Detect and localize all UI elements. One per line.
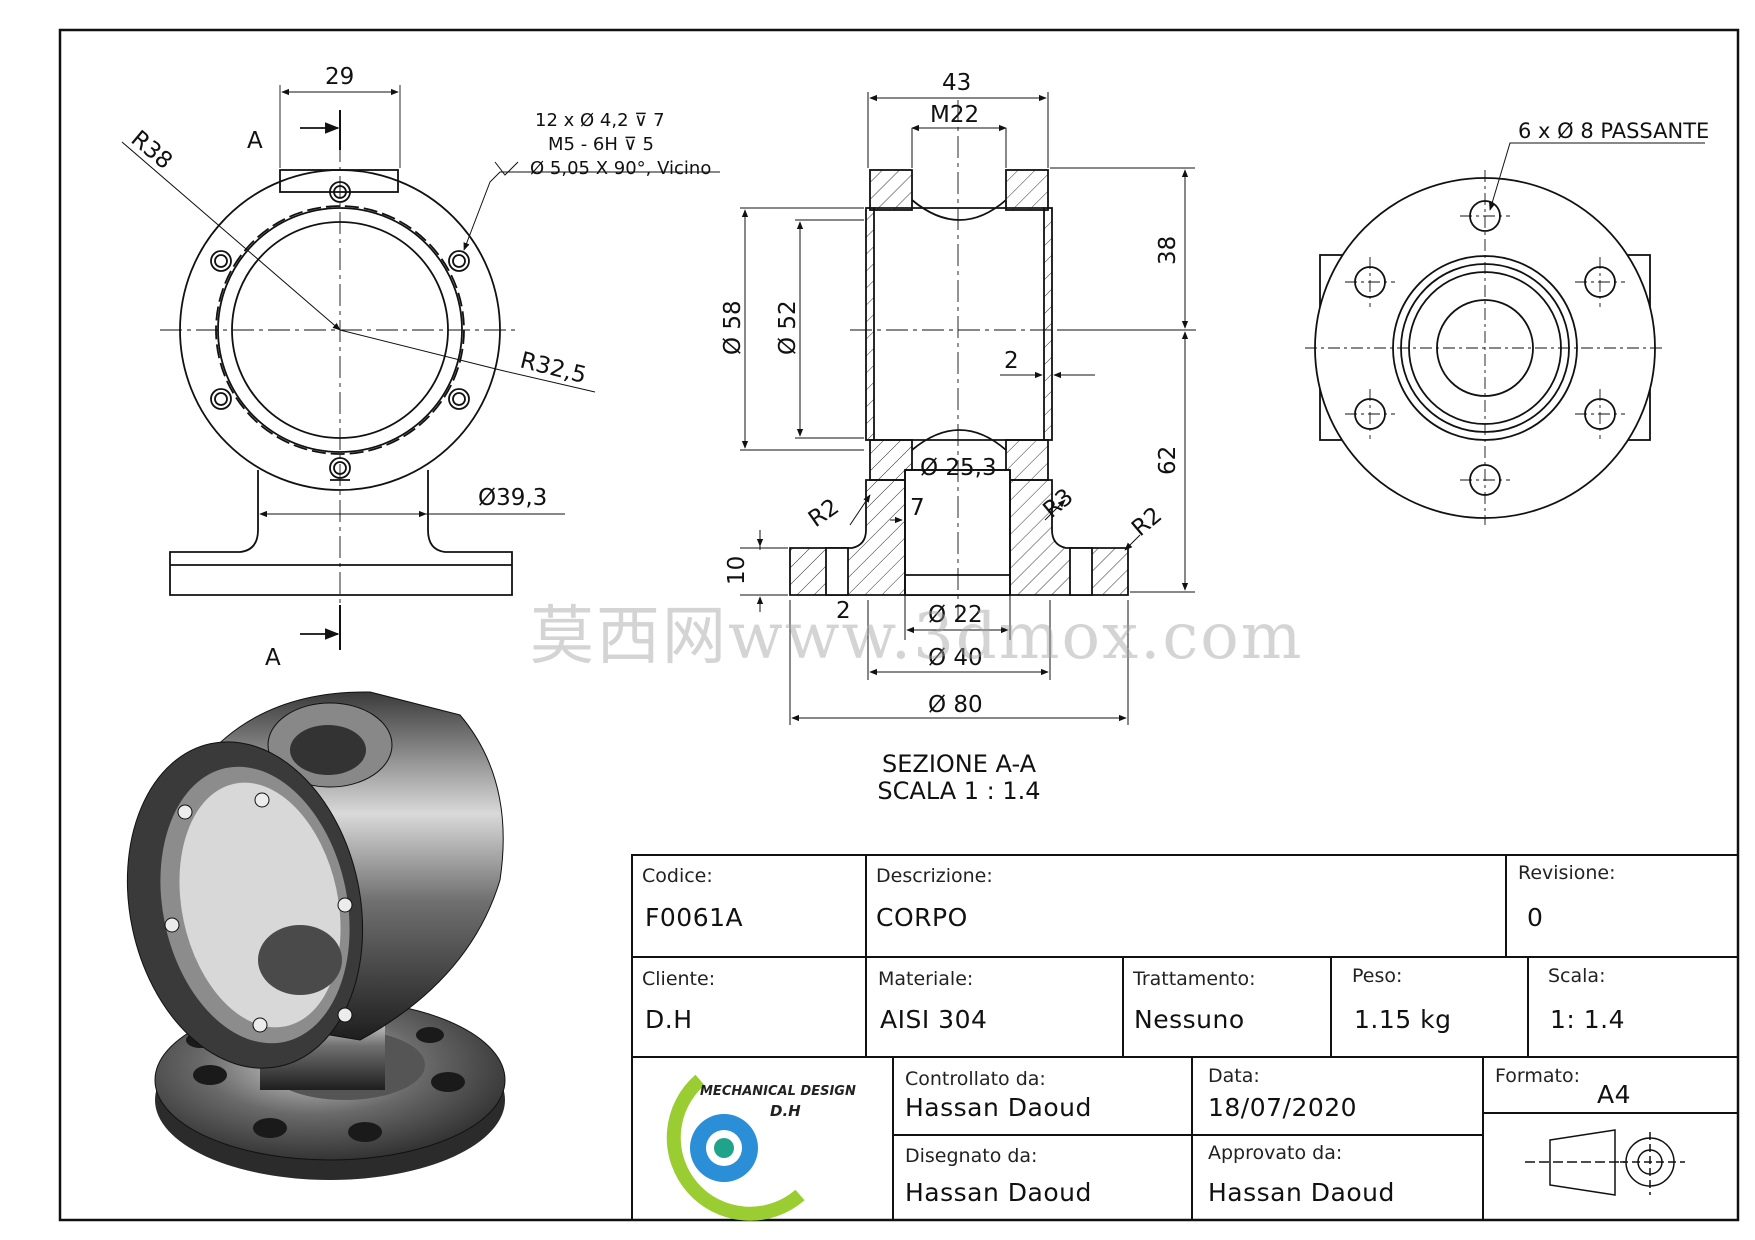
dim-2: 2	[1004, 348, 1019, 374]
dim-width-29: 29	[325, 64, 354, 90]
peso-value: 1.15 kg	[1354, 1005, 1452, 1034]
title-block-grid	[631, 854, 1739, 1221]
codice-label: Codice:	[642, 865, 713, 887]
approvato-value: Hassan Daoud	[1208, 1178, 1395, 1207]
scala-value: 1: 1.4	[1550, 1005, 1626, 1034]
hole-note-2: M5 - 6H ⊽ 5	[548, 134, 654, 155]
projection-symbol-icon	[1525, 1129, 1685, 1196]
codice-value: F0061A	[645, 903, 744, 932]
cliente-label: Cliente:	[642, 968, 716, 990]
dim-2-bottom: 2	[836, 598, 851, 624]
formato-label: Formato:	[1495, 1065, 1580, 1087]
dim-d52: Ø 52	[775, 300, 801, 355]
trattamento-label: Trattamento:	[1133, 968, 1256, 990]
disegnato-label: Disegnato da:	[905, 1145, 1038, 1167]
dim-43: 43	[942, 70, 971, 96]
iso-view	[126, 691, 506, 1180]
peso-label: Peso:	[1352, 965, 1403, 987]
materiale-label: Materiale:	[878, 968, 974, 990]
hole-note-3: Ø 5,05 X 90°, Vicino	[530, 158, 711, 179]
data-label: Data:	[1208, 1065, 1260, 1087]
company-logo	[666, 1074, 805, 1221]
logo-text-line2: D.H	[770, 1102, 801, 1120]
data-value: 18/07/2020	[1208, 1093, 1358, 1122]
trattamento-value: Nessuno	[1134, 1005, 1245, 1034]
controllato-label: Controllato da:	[905, 1068, 1046, 1090]
dim-7: 7	[910, 495, 925, 521]
cliente-value: D.H	[645, 1005, 693, 1034]
dim-d80: Ø 80	[928, 692, 983, 718]
section-view	[789, 100, 1200, 620]
hole-note-1: 12 x Ø 4,2 ⊽ 7	[535, 110, 665, 131]
dim-d58: Ø 58	[720, 300, 746, 355]
controllato-value: Hassan Daoud	[905, 1093, 1092, 1122]
dim-m22: M22	[930, 102, 979, 128]
logo-text-line1: MECHANICAL DESIGN	[700, 1084, 856, 1099]
scala-label: Scala:	[1548, 965, 1606, 987]
descrizione-label: Descrizione:	[876, 865, 993, 887]
formato-value: A4	[1597, 1080, 1632, 1109]
disegnato-value: Hassan Daoud	[905, 1178, 1092, 1207]
section-title: SEZIONE A-A	[882, 750, 1036, 778]
dim-d22: Ø 22	[928, 602, 983, 628]
top-view	[1305, 142, 1705, 525]
top-view-note: 6 x Ø 8 PASSANTE	[1518, 119, 1709, 143]
front-view	[121, 85, 720, 650]
dim-d39-3: Ø39,3	[478, 485, 547, 511]
section-label-top: A	[247, 128, 263, 154]
revisione-label: Revisione:	[1518, 862, 1616, 884]
dim-10: 10	[724, 556, 750, 585]
dim-38: 38	[1155, 236, 1181, 265]
dim-r2-left: R2	[804, 494, 844, 533]
dim-62: 62	[1155, 446, 1181, 475]
section-scale: SCALA 1 : 1.4	[877, 777, 1041, 805]
section-label-bottom: A	[265, 645, 281, 671]
dim-d40: Ø 40	[928, 645, 983, 671]
revisione-value: 0	[1527, 903, 1544, 932]
dim-d25-3: Ø 25,3	[920, 455, 997, 481]
approvato-label: Approvato da:	[1208, 1142, 1343, 1164]
dim-r2-right: R2	[1127, 502, 1167, 542]
watermark: 莫西网www.3dmox.com	[530, 600, 1304, 674]
section-dims	[740, 92, 1195, 725]
descrizione-value: CORPO	[876, 903, 968, 932]
materiale-value: AISI 304	[880, 1005, 988, 1034]
